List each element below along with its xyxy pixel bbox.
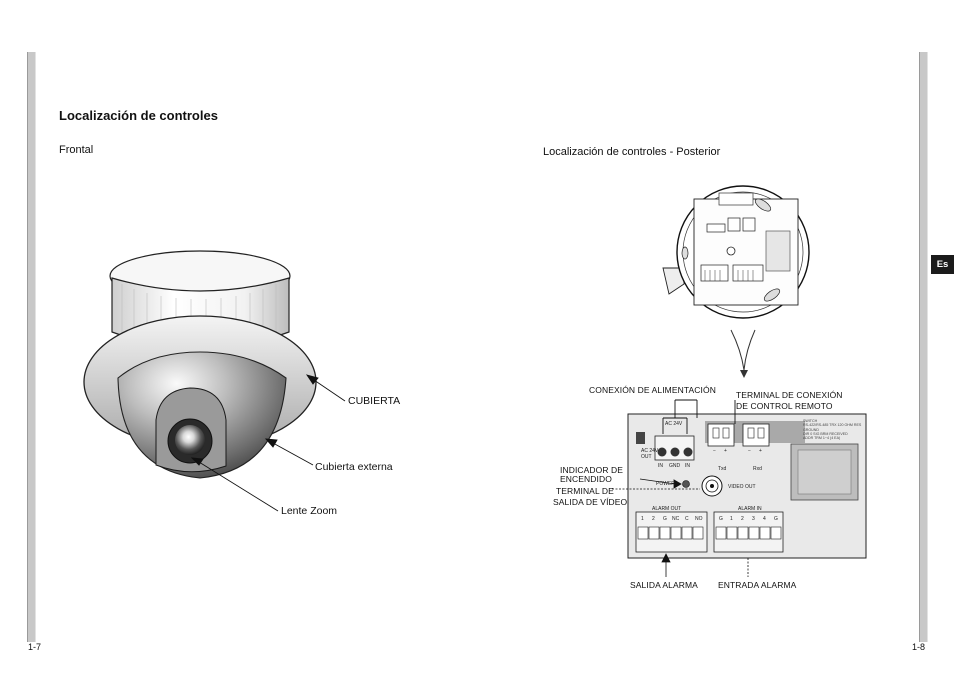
- page-number-right: 1-8: [912, 642, 926, 652]
- panel-power: POWER: [656, 481, 675, 487]
- alarm-out-pin: C: [685, 516, 689, 522]
- dome-camera-drawing: [83, 250, 346, 512]
- panel-ac24v-out-1: AC 24V: [641, 448, 659, 454]
- label-cubierta: CUBIERTA: [348, 395, 401, 407]
- alarm-in-pin: 4: [763, 516, 766, 522]
- rear-panel: [612, 399, 867, 577]
- panel-alarm-in: ALARM IN: [738, 506, 762, 512]
- panel-plus-1: +: [724, 448, 727, 454]
- alarm-in-pin: G: [719, 516, 723, 522]
- panel-txd: Txd: [718, 466, 727, 472]
- label-lente-zoom: Lente Zoom: [281, 505, 338, 517]
- panel-info-block: SWITCH RS-422/RS-485 TRX 120 OHM RES GRO…: [803, 419, 865, 440]
- label-salida-video-2: SALIDA DE VÍDEO: [553, 497, 628, 507]
- label-indicador-1: INDICADOR DE: [560, 465, 624, 475]
- language-tab: Es: [931, 255, 954, 274]
- label-indicador-2: ENCENDIDO: [560, 474, 612, 484]
- panel-rxd: Rxd: [753, 466, 762, 472]
- rear-caption: Localización de controles - Posterior: [543, 146, 721, 158]
- label-terminal-remoto-2: DE CONTROL REMOTO: [736, 401, 833, 411]
- panel-gnd: GND: [669, 463, 681, 469]
- alarm-in-pin: 1: [730, 516, 733, 522]
- panel-minus-2: −: [748, 448, 751, 454]
- alarm-in-pin: 2: [741, 516, 744, 522]
- left-margin-bar: [27, 52, 36, 642]
- alarm-out-pin: 1: [641, 516, 644, 522]
- section-title: Localización de controles: [59, 108, 218, 123]
- alarm-in-pin: G: [774, 516, 778, 522]
- label-salida-video-1: TERMINAL DE: [556, 486, 614, 496]
- label-salida-alarma: SALIDA ALARMA: [630, 580, 698, 590]
- page-number-left: 1-7: [28, 642, 42, 652]
- panel-video-out: VIDEO OUT: [728, 484, 756, 490]
- lens-glass: [175, 425, 205, 455]
- alarm-out-pin: NC: [672, 516, 680, 522]
- label-entrada-alarma: ENTRADA ALARMA: [718, 580, 797, 590]
- panel-info-line: GROUND: [803, 427, 819, 432]
- alarm-out-pin: G: [663, 516, 667, 522]
- panel-ac24v-out-2: OUT: [641, 454, 652, 460]
- rear-circle-view: [662, 185, 810, 319]
- panel-alarm-out: ALARM OUT: [652, 506, 682, 512]
- panel-in-2: IN: [685, 463, 690, 469]
- label-terminal-remoto-1: TERMINAL DE CONEXIÓN: [736, 390, 843, 400]
- alarm-out-pin: NO: [695, 516, 703, 522]
- panel-in-1: IN: [658, 463, 663, 469]
- label-cubierta-externa: Cubierta externa: [315, 461, 393, 473]
- alarm-out-pin: 2: [652, 516, 655, 522]
- panel-ac24v: AC 24V: [665, 421, 683, 427]
- panel-info-line: RS-422/RS-485 TRX 120 OHM RES: [803, 423, 862, 428]
- panel-plus-2: +: [759, 448, 762, 454]
- front-caption: Frontal: [59, 144, 94, 156]
- label-conexion-alimentacion: CONEXIÓN DE ALIMENTACIÓN: [589, 385, 716, 395]
- panel-info-line: SWITCH: [803, 419, 818, 423]
- panel-info-line: ADDR TRM 1~4 (4 EA): [803, 436, 841, 441]
- panel-info-line: DIR 0 SIG BRM RECEIVED: [803, 431, 848, 436]
- alarm-in-pin: 3: [752, 516, 755, 522]
- panel-minus-1: −: [713, 448, 716, 454]
- right-margin-bar: [919, 52, 928, 642]
